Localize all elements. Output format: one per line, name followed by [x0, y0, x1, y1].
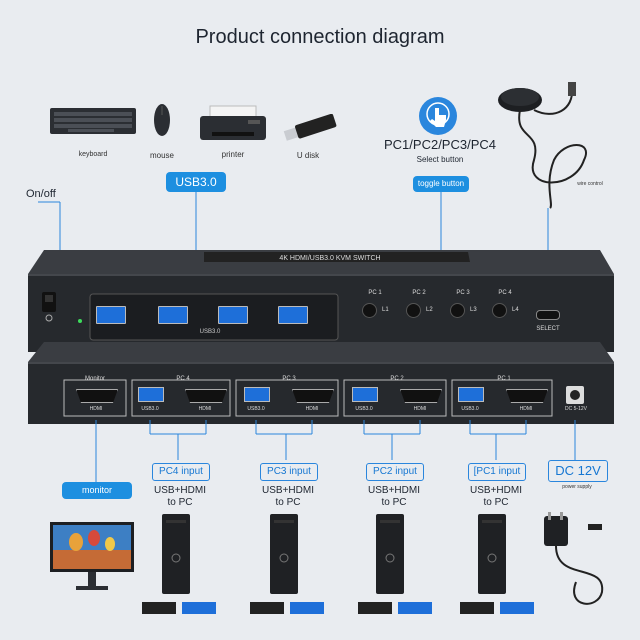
monitor-icon — [50, 522, 134, 590]
pc4-label: PC 4 — [498, 290, 512, 296]
onoff-label: On/off — [26, 188, 56, 200]
led-l3: L3 — [470, 307, 477, 313]
back-pc1-usb-label: USB3.0 — [461, 406, 479, 412]
back-pc4-usb-port[interactable] — [138, 387, 164, 402]
pc1-label: PC 1 — [368, 290, 382, 296]
power-adapter-icon — [544, 512, 604, 605]
pc2-tower-icon — [376, 514, 404, 594]
front-top-banner: 4K HDMI/USB3.0 KVM SWITCH — [279, 255, 380, 262]
back-pc1-hdmi-port[interactable] — [506, 389, 548, 403]
back-pc2-hdmi-label: HDMI — [413, 406, 427, 412]
mouse-icon — [154, 104, 170, 136]
printer-label: printer — [221, 150, 245, 159]
back-pc3-hdmi-label: HDMI — [305, 406, 319, 412]
dc-sub-label: power supply — [562, 484, 592, 490]
select-title: PC1/PC2/PC3/PC4 — [384, 137, 496, 152]
keyboard-icon — [50, 108, 136, 134]
pc1-button[interactable] — [362, 303, 377, 318]
pc1-tower-icon — [478, 514, 506, 594]
keyboard-label: keyboard — [78, 151, 108, 158]
back-pc3-hdmi-port[interactable] — [292, 389, 334, 403]
toggle-button-pill: toggle button — [413, 176, 469, 192]
dc-jack-hole — [570, 390, 580, 400]
udisk-label: U disk — [296, 151, 320, 160]
back-group-pc3: PC 3 — [282, 376, 296, 382]
back-pc3-usb-label: USB3.0 — [247, 406, 265, 412]
pc4-input-label: PC4 input — [152, 463, 210, 481]
kvm-switch-back — [28, 342, 614, 424]
pc1-input-label: [PC1 input — [468, 463, 526, 481]
select-port[interactable] — [536, 310, 560, 320]
dc-port-label: DC 5-12V — [565, 406, 587, 412]
monitor-pill: monitor — [62, 482, 132, 499]
front-usb-port-4[interactable] — [278, 306, 308, 324]
back-monitor-hdmi-port[interactable] — [76, 389, 118, 403]
led-l1: L1 — [382, 307, 389, 313]
front-usb-port-2[interactable] — [158, 306, 188, 324]
wire-control-label: wire control — [577, 181, 603, 187]
select-port-label: SELECT — [536, 326, 560, 332]
touch-select-icon — [419, 97, 457, 135]
back-pc1-usb-port[interactable] — [458, 387, 484, 402]
back-pc3-usb-port[interactable] — [244, 387, 270, 402]
page-title: Product connection diagram — [195, 26, 445, 48]
back-pc2-hdmi-port[interactable] — [400, 389, 442, 403]
dc12v-label: DC 12V — [548, 460, 608, 482]
back-pc4-hdmi-label: HDMI — [198, 406, 212, 412]
usb-pill: USB3.0 — [166, 172, 226, 192]
back-pc4-usb-label: USB3.0 — [141, 406, 159, 412]
pc3-button[interactable] — [450, 303, 465, 318]
led-l4: L4 — [512, 307, 519, 313]
back-pc4-hdmi-port[interactable] — [185, 389, 227, 403]
front-usb-port-3[interactable] — [218, 306, 248, 324]
pc3-input-sub: USB+HDMI to PC — [262, 485, 314, 508]
select-subtitle: Select button — [416, 155, 464, 164]
led-l2: L2 — [426, 307, 433, 313]
front-usb-text: USB3.0 — [199, 329, 221, 335]
back-group-pc1: PC 1 — [497, 376, 511, 382]
back-group-pc4: PC 4 — [176, 376, 190, 382]
pc2-label: PC 2 — [412, 290, 426, 296]
pc4-cable-ends-icon — [142, 602, 216, 614]
back-monitor-label: Monitor — [84, 376, 105, 382]
pc3-cable-ends-icon — [250, 602, 324, 614]
pc2-button[interactable] — [406, 303, 421, 318]
power-switch[interactable] — [42, 292, 56, 312]
pc3-label: PC 3 — [456, 290, 470, 296]
back-pc1-hdmi-label: HDMI — [519, 406, 533, 412]
back-group-pc2: PC 2 — [390, 376, 404, 382]
pc3-tower-icon — [270, 514, 298, 594]
pc3-input-label: PC3 input — [260, 463, 318, 481]
printer-icon — [200, 105, 266, 140]
usb-drive-icon — [283, 114, 337, 141]
pc2-input-label: PC2 input — [366, 463, 424, 481]
wire-control-icon — [498, 82, 587, 209]
front-usb-port-1[interactable] — [96, 306, 126, 324]
pc2-cable-ends-icon — [358, 602, 432, 614]
pc4-tower-icon — [162, 514, 190, 594]
pc4-button[interactable] — [492, 303, 507, 318]
pc4-input-sub: USB+HDMI to PC — [154, 485, 206, 508]
back-pc2-usb-label: USB3.0 — [355, 406, 373, 412]
back-pc2-usb-port[interactable] — [352, 387, 378, 402]
mouse-label: mouse — [149, 151, 174, 160]
pc2-input-sub: USB+HDMI to PC — [368, 485, 420, 508]
pc1-cable-ends-icon — [460, 602, 534, 614]
pc1-input-sub: USB+HDMI to PC — [470, 485, 522, 508]
front-banner-text: 4K HDMI/USB3.0 KVM SWITCH — [279, 255, 380, 262]
back-monitor-hdmi-label: HDMI — [89, 406, 103, 412]
